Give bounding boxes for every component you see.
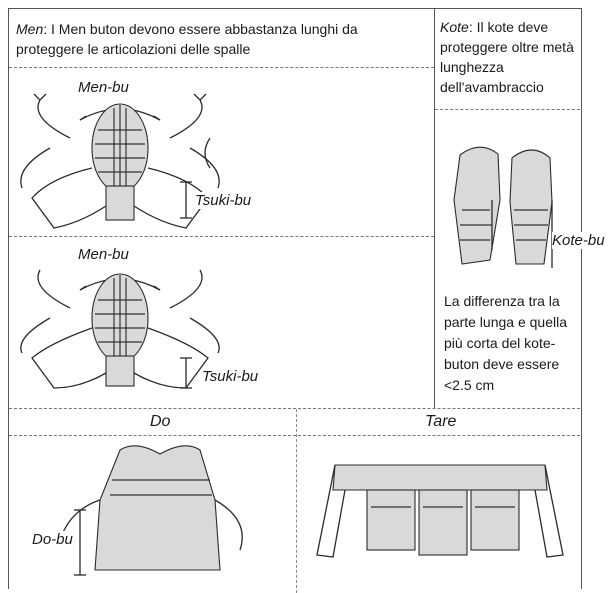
divider-bottom-section [9, 408, 580, 409]
kote-difference-text: La differenza tra la parte lunga e quell… [444, 291, 576, 396]
kote-illustration [440, 140, 580, 280]
men-text: I Men buton devono essere abbastanza lun… [16, 21, 358, 57]
kote-bu-label: Kote-bu [552, 232, 605, 249]
do-bu-label: Do-bu [32, 531, 73, 548]
men-bu-label-bottom: Men-bu [78, 246, 129, 263]
kote-colon: : [469, 19, 477, 35]
tare-title: Tare [425, 413, 456, 431]
tsuki-bu-label-bottom: Tsuki-bu [202, 368, 258, 385]
kote-label: Kote [440, 19, 469, 35]
divider-do-tare [296, 409, 297, 593]
men-bu-label-top: Men-bu [78, 79, 129, 96]
column-divider [434, 8, 435, 408]
kote-description: Kote: Il kote deve proteggere oltre metà… [440, 17, 576, 97]
do-illustration [20, 440, 280, 590]
divider-kote-header [435, 109, 580, 110]
men-description: Men: I Men buton devono essere abbastanz… [16, 19, 426, 59]
tsuki-bu-label-top: Tsuki-bu [195, 192, 251, 209]
divider-men-header [9, 67, 434, 68]
tare-illustration [305, 445, 575, 585]
men-label: Men [16, 21, 43, 37]
men-illustration-top [10, 78, 270, 238]
divider-bottom-titles [9, 435, 580, 436]
men-colon: : [43, 21, 51, 37]
do-title: Do [150, 413, 170, 431]
